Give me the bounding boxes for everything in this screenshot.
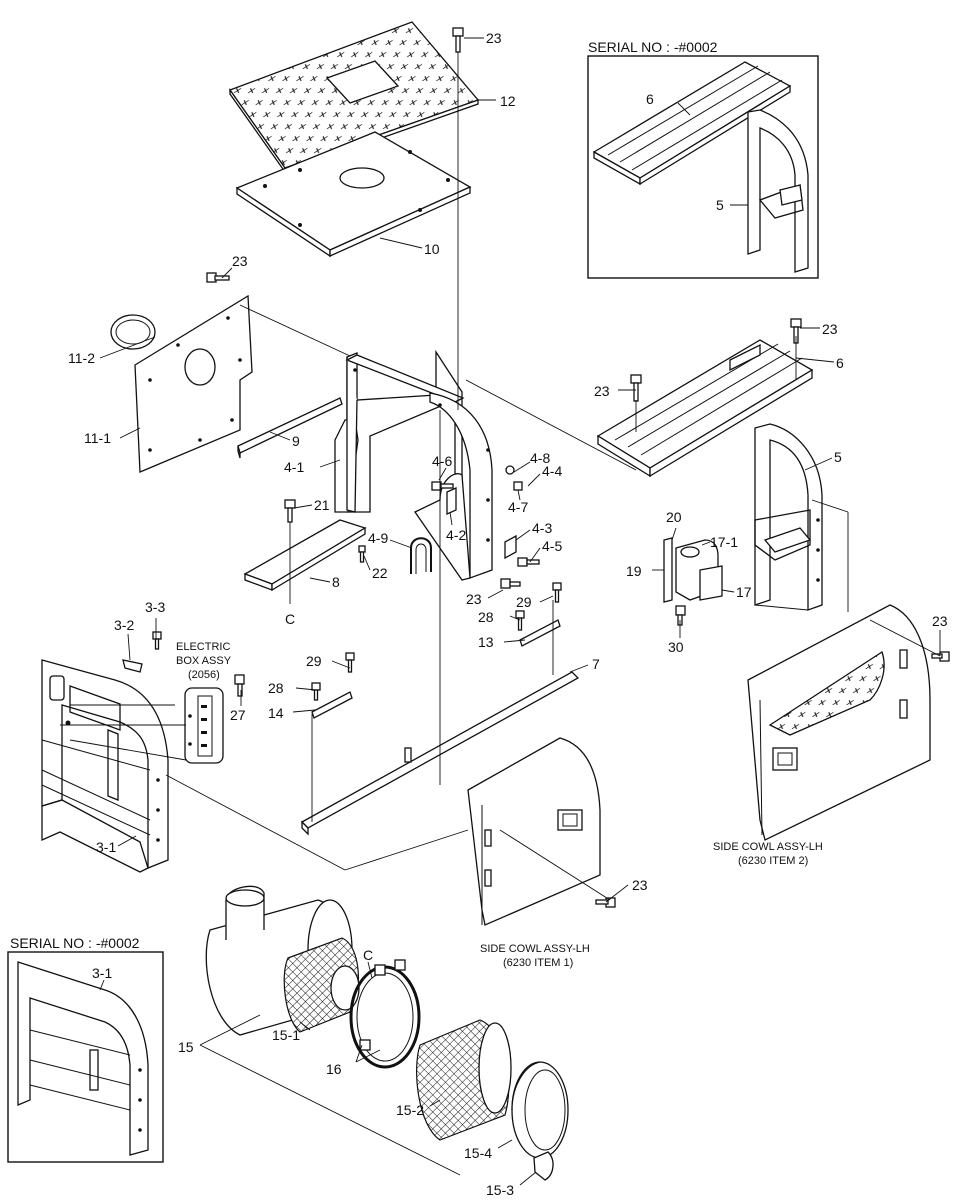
- callout-7: 7: [592, 656, 600, 672]
- bracket-4-2: [446, 486, 457, 516]
- note-side-cowl-center-1: SIDE COWL ASSY-LH: [480, 943, 590, 955]
- u-bolt-4-9: [410, 537, 432, 574]
- notes: ELECTRIC BOX ASSY (2056) SIDE COWL ASSY-…: [176, 641, 823, 969]
- base-plate-10: [235, 131, 472, 258]
- callout-4-4: 4-4: [542, 463, 562, 479]
- electric-box-assy: [184, 687, 224, 764]
- note-electric-box-2: BOX ASSY: [176, 655, 232, 667]
- note-electric-box-3: (2056): [188, 669, 220, 681]
- note-side-cowl-center-2: (6230 ITEM 1): [503, 957, 573, 969]
- note-side-cowl-right-2: (6230 ITEM 2): [738, 855, 808, 867]
- callouts: 23 12 10 23 11-2 11-1 9 4-1 4-6 4-8 4-4 …: [68, 30, 948, 1198]
- callout-4-3: 4-3: [532, 520, 552, 536]
- callout-27: 27: [230, 707, 246, 723]
- callout-12: 12: [500, 93, 516, 109]
- callout-29: 29: [516, 594, 532, 610]
- callout-23: 23: [632, 877, 648, 893]
- callout-28: 28: [478, 609, 494, 625]
- clip-14: [311, 691, 353, 719]
- grommet-11-2: [110, 314, 156, 350]
- callout-21: 21: [314, 497, 330, 513]
- callout-23: 23: [932, 613, 948, 629]
- callout-C: C: [363, 947, 373, 963]
- main-frame-4-1: [334, 349, 493, 581]
- callout-13: 13: [478, 634, 494, 650]
- callout-23: 23: [486, 30, 502, 46]
- note-side-cowl-right-1: SIDE COWL ASSY-LH: [713, 841, 823, 853]
- callout-15-1: 15-1: [272, 1027, 300, 1043]
- callout-23: 23: [232, 253, 248, 269]
- callout-28: 28: [268, 680, 284, 696]
- filter-element-15-2: [416, 1019, 512, 1141]
- air-cleaner-15: [205, 885, 360, 1036]
- band-clamp-16: [349, 959, 421, 1069]
- clip-13: [519, 619, 561, 647]
- callout-4-5: 4-5: [542, 538, 562, 554]
- callout-19: 19: [626, 563, 642, 579]
- bolts: [152, 27, 950, 908]
- tray-8: [243, 519, 367, 592]
- inset-top-right-label-5: 5: [716, 197, 724, 213]
- callout-15-4: 15-4: [464, 1145, 492, 1161]
- side-frame-5: [754, 423, 823, 611]
- callout-4-8: 4-8: [530, 450, 550, 466]
- callout-5: 5: [834, 449, 842, 465]
- callout-10: 10: [424, 241, 440, 257]
- callout-14: 14: [268, 705, 284, 721]
- inset-top-right: SERIAL NO : -#0002 6 5: [587, 39, 819, 279]
- side-plate-11-1: [134, 294, 253, 473]
- callout-30: 30: [668, 639, 684, 655]
- callout-4-2: 4-2: [446, 527, 466, 543]
- callout-29: 29: [306, 653, 322, 669]
- callout-17: 17: [736, 584, 752, 600]
- callout-3-3: 3-3: [145, 599, 165, 615]
- callout-11-1: 11-1: [84, 430, 111, 446]
- callout-3-2: 3-2: [114, 617, 134, 633]
- callout-17-1: 17-1: [710, 534, 738, 550]
- inset-bottom-left: SERIAL NO : -#0002 3-1: [7, 935, 164, 1163]
- callout-16: 16: [326, 1061, 342, 1077]
- callout-8: 8: [332, 574, 340, 590]
- front-frame-3-1: [41, 659, 169, 873]
- dust-valve-15-3: [533, 1151, 554, 1181]
- callout-4-1: 4-1: [284, 459, 304, 475]
- callout-4-6: 4-6: [432, 453, 452, 469]
- bracket-19: [663, 537, 673, 603]
- callout-15-3: 15-3: [486, 1182, 514, 1198]
- callout-9: 9: [292, 433, 300, 449]
- inset-bottom-left-title: SERIAL NO : -#0002: [10, 935, 140, 951]
- callout-3-1: 3-1: [96, 839, 116, 855]
- callout-11-2: 11-2: [68, 350, 95, 366]
- callout-4-9: 4-9: [368, 530, 388, 546]
- callout-23: 23: [466, 591, 482, 607]
- note-electric-box-1: ELECTRIC: [176, 641, 230, 653]
- callout-23: 23: [594, 383, 610, 399]
- callout-4-7: 4-7: [508, 499, 528, 515]
- callout-C: C: [285, 611, 295, 627]
- callout-20: 20: [666, 509, 682, 525]
- end-cover-15-4: [511, 1061, 569, 1159]
- clamp-4-3: [504, 534, 517, 560]
- callout-22: 22: [372, 565, 388, 581]
- bracket-9: [237, 397, 343, 459]
- inset-bottom-left-label-3-1: 3-1: [92, 965, 112, 981]
- inset-top-right-title: SERIAL NO : -#0002: [588, 39, 718, 55]
- callout-23: 23: [822, 321, 838, 337]
- leader-lines: [60, 37, 941, 1186]
- side-cowl-right: [747, 604, 931, 841]
- callout-6: 6: [836, 355, 844, 371]
- callout-15-2: 15-2: [396, 1102, 424, 1118]
- plate-3-2: [122, 659, 143, 673]
- channel-6: [596, 339, 814, 478]
- side-cowl-center: [467, 737, 601, 926]
- reservoir-17: [675, 539, 723, 601]
- inset-top-right-label-6: 6: [646, 91, 654, 107]
- callout-15: 15: [178, 1039, 194, 1055]
